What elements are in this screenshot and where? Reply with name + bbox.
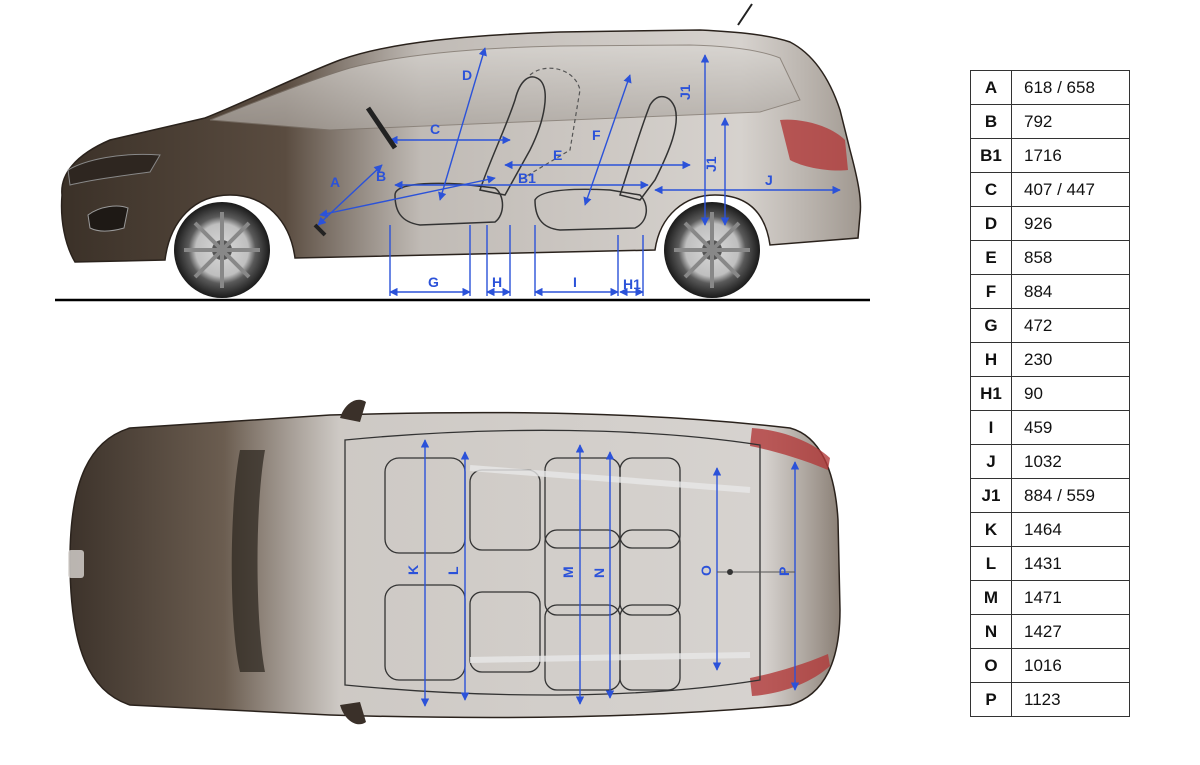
label-B1: B1 <box>518 170 536 186</box>
label-M: M <box>560 566 576 578</box>
dimension-value: 1123 <box>1011 682 1130 717</box>
dimension-key: O <box>970 648 1012 683</box>
dimension-value: 1464 <box>1011 512 1130 547</box>
dimension-key: M <box>970 580 1012 615</box>
center-reference <box>727 569 733 575</box>
windscreen <box>231 450 265 672</box>
dimension-value: 459 <box>1011 410 1130 445</box>
label-H: H <box>492 274 502 290</box>
label-L: L <box>445 566 461 575</box>
dimension-key: B <box>970 104 1012 139</box>
dimension-value: 884 / 559 <box>1011 478 1130 513</box>
right-mirror <box>340 702 366 725</box>
rear-wheel <box>664 202 760 298</box>
dimension-key: J1 <box>970 478 1012 513</box>
dimension-key: N <box>970 614 1012 649</box>
dimension-key: C <box>970 172 1012 207</box>
label-I: I <box>573 274 577 290</box>
dimension-value: 884 <box>1011 274 1130 309</box>
seat-alt-position <box>519 67 581 181</box>
label-D: D <box>462 67 472 83</box>
fog-light <box>87 205 129 232</box>
dimension-key: J <box>970 444 1012 479</box>
dimension-key: I <box>970 410 1012 445</box>
label-G: G <box>428 274 439 290</box>
label-H1: H1 <box>623 276 641 292</box>
label-O: O <box>698 565 714 576</box>
label-C: C <box>430 121 440 137</box>
dimension-key: P <box>970 682 1012 717</box>
dimension-value: 792 <box>1011 104 1130 139</box>
steering-reference <box>365 106 398 150</box>
label-J: J <box>765 172 773 188</box>
dimension-key: K <box>970 512 1012 547</box>
dimension-value: 230 <box>1011 342 1130 377</box>
left-mirror <box>340 399 366 422</box>
dimension-value: 472 <box>1011 308 1130 343</box>
rear-light <box>780 119 848 171</box>
label-J1-lower: J1 <box>703 156 719 172</box>
dimension-key: L <box>970 546 1012 581</box>
dimension-value: 1471 <box>1011 580 1130 615</box>
label-F: F <box>592 127 601 143</box>
label-N: N <box>591 568 607 578</box>
dimension-value: 858 <box>1011 240 1130 275</box>
dimension-value: 90 <box>1011 376 1130 411</box>
label-B: B <box>376 168 386 184</box>
dimension-key: D <box>970 206 1012 241</box>
front-wheel <box>174 202 270 298</box>
dimension-value: 926 <box>1011 206 1130 241</box>
dimension-value: 407 / 447 <box>1011 172 1130 207</box>
logo-icon <box>68 550 84 578</box>
dimension-value: 1016 <box>1011 648 1130 683</box>
dimension-value: 1716 <box>1011 138 1130 173</box>
dimension-key: A <box>970 70 1012 105</box>
pedal-reference <box>313 223 327 237</box>
dimension-key: E <box>970 240 1012 275</box>
side-dimension-lines <box>317 47 841 297</box>
dimension-value: 1427 <box>1011 614 1130 649</box>
antenna <box>737 3 753 26</box>
headlight <box>67 153 161 186</box>
label-J1-upper: J1 <box>677 84 693 100</box>
label-A: A <box>330 174 340 190</box>
dimension-key: F <box>970 274 1012 309</box>
dimension-key: H1 <box>970 376 1012 411</box>
dimension-value: 1032 <box>1011 444 1130 479</box>
top-dimension-lines <box>420 439 800 707</box>
dimension-key: B1 <box>970 138 1012 173</box>
dimension-value: 618 / 658 <box>1011 70 1130 105</box>
dimension-key: G <box>970 308 1012 343</box>
label-E: E <box>553 147 562 163</box>
rear-light-left <box>750 428 830 470</box>
rear-light-right <box>750 654 830 696</box>
dimension-value: 1431 <box>1011 546 1130 581</box>
dimension-key: H <box>970 342 1012 377</box>
label-K: K <box>405 565 421 575</box>
label-P: P <box>776 567 792 576</box>
